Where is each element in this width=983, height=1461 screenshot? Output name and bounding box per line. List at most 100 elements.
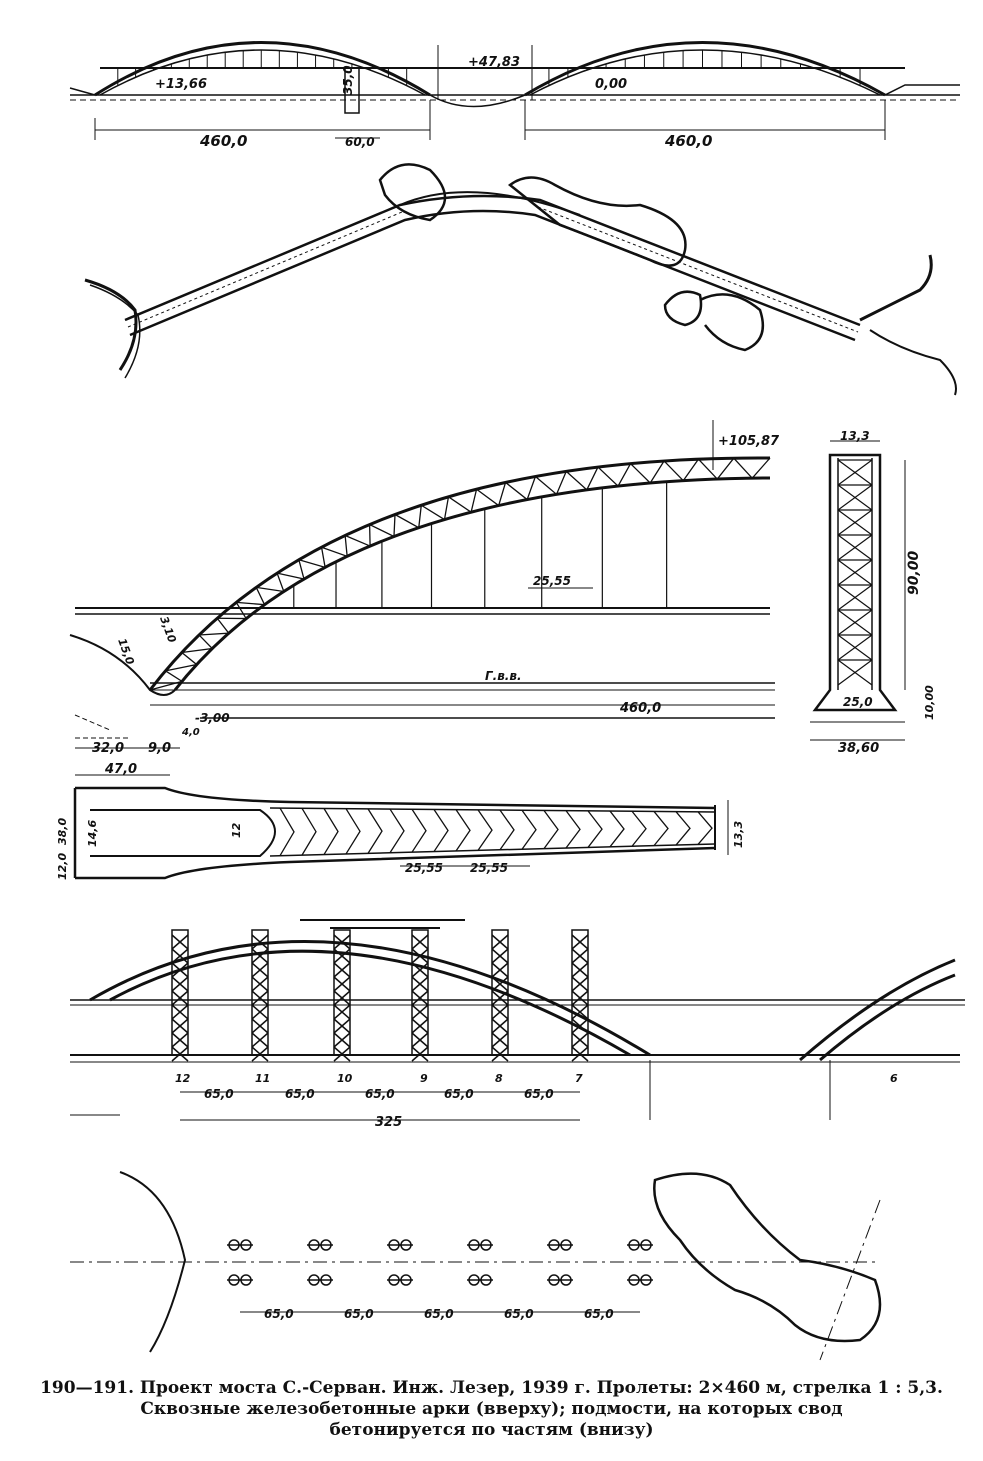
foundation-spacing: 65,0 (504, 1307, 534, 1321)
tower-brace (171, 1032, 189, 1048)
arch-web (394, 505, 422, 529)
tower-brace (571, 934, 589, 950)
panel-dim: 25,55 (533, 574, 571, 588)
tower-brace (171, 962, 189, 978)
tower-brace (251, 1018, 269, 1034)
plan-width-foot: 12,0 (56, 853, 69, 880)
brace (837, 634, 873, 661)
tower-brace (251, 1004, 269, 1020)
main-elevation: +105,87 25,55 Г.в.в. 460,0 -3,00 15,0 3,… (69, 420, 780, 756)
arch-web (236, 587, 266, 606)
tower-number: 12 (175, 1072, 191, 1085)
tower-brace (411, 990, 429, 1006)
springing-3: 4,0 (181, 727, 200, 738)
plan-web (411, 808, 427, 853)
foundation-spacing: 65,0 (424, 1307, 454, 1321)
brace (837, 509, 873, 536)
plan-width-inner: 14,6 (86, 820, 99, 847)
mark-mid: +47,83 (468, 55, 520, 70)
tower-brace (333, 962, 351, 978)
plan-end-width: 13,3 (732, 821, 745, 848)
arch-web (217, 602, 248, 620)
tower-brace (251, 1046, 269, 1062)
plan-web (389, 808, 405, 854)
tower-brace (333, 1046, 351, 1062)
tower-number: 10 (337, 1072, 353, 1085)
arch-web (256, 572, 285, 593)
tower-brace (491, 962, 509, 978)
tower-brace (333, 1004, 351, 1020)
section-top: 13,3 (840, 429, 870, 443)
base-left: -3,00 (195, 711, 230, 725)
plan-web (653, 811, 669, 847)
plan-web (631, 810, 647, 847)
tower-brace (571, 1018, 589, 1034)
plan-web (587, 810, 603, 848)
plan-length: 47,0 (104, 762, 137, 777)
span-right: 460,0 (664, 132, 712, 150)
plan-web (367, 808, 383, 854)
bridge-drawing: +13,66 +47,83 0,00 35,0 460,0 460,0 60,0 (56, 41, 965, 1361)
tower-brace (571, 962, 589, 978)
caption-line-2: Сквозные железобетонные арки (вверху); п… (140, 1399, 843, 1419)
tower-brace (411, 1046, 429, 1062)
tower-spacing: 65,0 (285, 1087, 315, 1101)
tower-brace (491, 948, 509, 964)
plan-web (543, 810, 559, 849)
tower-brace (571, 976, 589, 992)
plan-web (521, 809, 537, 850)
arch-web (505, 476, 537, 501)
foundation-spacing: 65,0 (264, 1307, 294, 1321)
arch-web (165, 651, 199, 672)
springing-2: 3,10 (157, 615, 179, 645)
plan-web (477, 809, 493, 851)
tower-spacing: 65,0 (365, 1087, 395, 1101)
brace (837, 534, 873, 561)
plan-web (499, 809, 515, 851)
tower-brace (491, 1004, 509, 1020)
brace (837, 484, 873, 511)
brace (837, 559, 873, 586)
dim-b: 9,0 (148, 741, 171, 756)
tower-number: 11 (255, 1072, 270, 1085)
figure-caption: 190—191. Проект моста С.-Серван. Инж. Ле… (20, 1378, 963, 1441)
caption-line-1: 190—191. Проект моста С.-Серван. Инж. Ле… (40, 1378, 943, 1398)
tower-brace (571, 1046, 589, 1062)
plan-panel-a: 25,55 (405, 861, 443, 875)
tower-number: 6 (890, 1072, 898, 1085)
arch-web (199, 617, 231, 636)
arch-web (344, 524, 371, 548)
tower-brace (571, 1004, 589, 1020)
plan-panel-b: 25,55 (470, 861, 508, 875)
tower-brace (171, 976, 189, 992)
tower-number: 8 (495, 1072, 503, 1085)
tower-brace (571, 1032, 589, 1048)
arch-web (181, 634, 214, 654)
mark-right: 0,00 (595, 77, 627, 92)
tower-brace (171, 1018, 189, 1034)
arch-web (321, 535, 348, 558)
brace (837, 609, 873, 636)
tower-brace (571, 990, 589, 1006)
mark-left: +13,66 (155, 77, 207, 92)
tower-brace (333, 1018, 351, 1034)
springing-1: 15,0 (115, 637, 137, 667)
plan-web (609, 810, 625, 848)
arch-web (276, 559, 305, 580)
tower (411, 929, 429, 1056)
tower-brace (171, 948, 189, 964)
top-elevation: +13,66 +47,83 0,00 35,0 460,0 460,0 60,0 (69, 41, 960, 150)
arch-web (597, 463, 632, 488)
tower-brace (491, 976, 509, 992)
brace (837, 459, 873, 486)
foundation-spacing: 65,0 (584, 1307, 614, 1321)
tower-brace (491, 1032, 509, 1048)
tower (571, 929, 589, 1056)
tower-spacing: 65,0 (524, 1087, 554, 1101)
section-base-outer: 38,60 (838, 741, 879, 756)
tower-brace (251, 948, 269, 964)
section-height: 90,00 (906, 550, 922, 595)
plan-web (455, 809, 471, 852)
brace (837, 659, 873, 686)
rise-dim: 35,0 (341, 65, 355, 95)
